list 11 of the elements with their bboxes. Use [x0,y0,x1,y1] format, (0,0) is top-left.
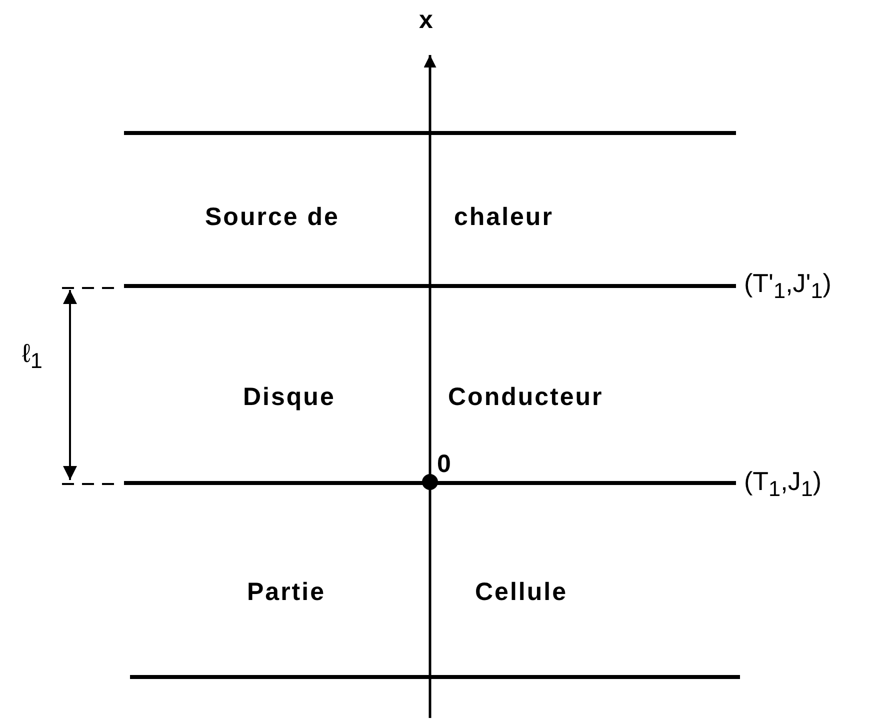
layer-label: Conducteur [448,385,604,410]
layer-label: Cellule [475,580,568,605]
layer-label: chaleur [454,205,554,230]
dimension-label: ℓ$_{1}$ [22,340,42,372]
layer-label: Source de [205,205,340,230]
axis-label: x [419,8,434,33]
layer-label: Partie [247,580,326,605]
origin-label: 0 [437,452,452,477]
boundary-condition-label: (T'$_{1}$,J'$_{1}$) [744,270,832,302]
boundary-condition-label: (T$_{1}$,J$_{1}$) [744,468,822,500]
layer-label: Disque [243,385,336,410]
